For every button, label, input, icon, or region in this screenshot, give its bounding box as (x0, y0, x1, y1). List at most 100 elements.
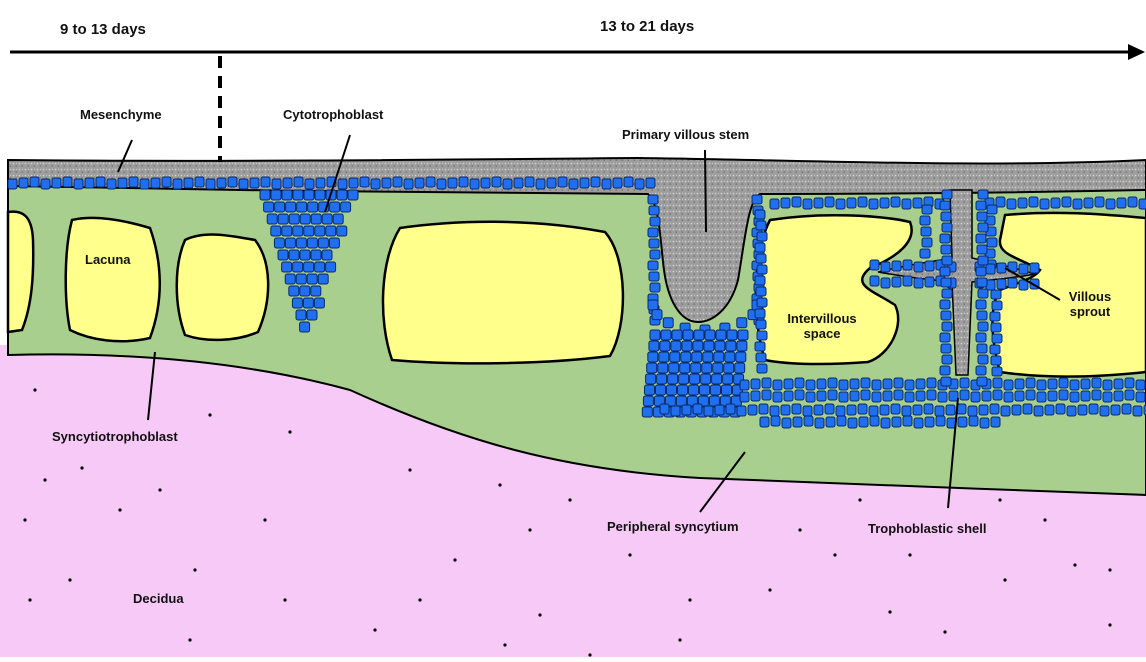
timeline-early-label: 9 to 13 days (60, 21, 146, 38)
cytotrophoblast-cell (671, 406, 680, 416)
cytotrophoblast-cell (803, 406, 812, 416)
cytotrophoblast-cell (804, 416, 813, 426)
cytotrophoblast-cell (941, 245, 951, 254)
cytotrophoblast-cell (990, 404, 999, 414)
cytotrophoblast-cell (271, 226, 281, 236)
cytotrophoblast-cell (925, 261, 934, 271)
cytotrophoblast-cell (990, 312, 1000, 321)
cytotrophoblast-cell (1023, 404, 1032, 414)
cytotrophoblast-cell (1067, 406, 1076, 416)
cytotrophoblast-cell (991, 417, 1000, 427)
cytotrophoblast-cell (976, 234, 986, 243)
cytotrophoblast-cell (916, 391, 925, 401)
cytotrophoblast-cell (650, 217, 660, 226)
cytotrophoblast-cell (184, 178, 193, 188)
cytotrophoblast-cell (1136, 380, 1145, 390)
cytotrophoblast-cell (1062, 197, 1071, 207)
cytotrophoblast-cell (701, 374, 711, 384)
cytotrophoblast-cell (978, 322, 988, 331)
decidua-dot (43, 478, 46, 481)
cytotrophoblast-cell (940, 300, 950, 309)
cytotrophoblast-cell (941, 212, 951, 221)
cytotrophoblast-cell (547, 178, 556, 188)
cytotrophoblast-cell (792, 197, 801, 207)
cytotrophoblast-cell (991, 323, 1001, 332)
cytotrophoblast-cell (239, 179, 248, 189)
cytotrophoblast-cell (293, 190, 303, 200)
cytotrophoblast-cell (297, 202, 307, 212)
cytotrophoblast-cell (393, 177, 402, 187)
decidua-dot (418, 598, 421, 601)
cytotrophoblast-cell (982, 391, 991, 401)
cytotrophoblast-cell (773, 392, 782, 402)
cytotrophoblast-cell (289, 214, 299, 224)
cytotrophoblast-cell (724, 363, 734, 373)
cytotrophoblast-cell (282, 226, 292, 236)
cytotrophoblast-cell (315, 226, 325, 236)
cytotrophoblast-cell (1114, 379, 1123, 389)
cytotrophoblast-cell (883, 379, 892, 389)
cytotrophoblast-cell (278, 250, 288, 260)
cytotrophoblast-cell (322, 214, 332, 224)
cytotrophoblast-cell (936, 416, 945, 426)
cytotrophoblast-cell (702, 363, 712, 373)
timeline-arrowhead (1128, 44, 1145, 60)
cytotrophoblast-cell (978, 289, 988, 298)
cytotrophoblast-cell (318, 274, 328, 284)
cytotrophoblast-cell (294, 177, 303, 187)
decidua-dot (568, 498, 571, 501)
cytotrophoblast-cell (762, 378, 771, 388)
cytotrophoblast-cell (647, 363, 657, 373)
cytotrophoblast-cell (922, 238, 932, 247)
cytotrophoblast-cell (872, 380, 881, 390)
decidua-dot (943, 630, 946, 633)
cytotrophoblast-cell (1012, 405, 1021, 415)
cytotrophoblast-cell (815, 418, 824, 428)
cytotrophoblast-cell (437, 179, 446, 189)
cytotrophoblast-cell (997, 279, 1006, 289)
cytotrophoblast-cell (704, 341, 714, 351)
cytotrophoblast-cell (773, 380, 782, 390)
cytotrophoblast-cell (752, 195, 762, 204)
cytotrophoblast-cell (992, 367, 1002, 376)
cytotrophoblast-cell (311, 250, 321, 260)
cytotrophoblast-cell (927, 378, 936, 388)
cytotrophoblast-cell (348, 190, 358, 200)
cytotrophoblast-cell (314, 298, 324, 308)
cytotrophoblast-cell (924, 404, 933, 414)
cytotrophoblast-cell (1092, 390, 1101, 400)
cytotrophoblast-cell (1029, 197, 1038, 207)
cytotrophoblast-cell (649, 239, 659, 248)
decidua-dot (263, 518, 266, 521)
cytotrophoblast-cell (736, 352, 746, 362)
cytotrophoblast-cell (19, 178, 28, 188)
cytotrophoblast-cell (1103, 380, 1112, 390)
cytotrophoblast-cell (978, 223, 988, 232)
cytotrophoblast-cell (881, 418, 890, 428)
cytotrophoblast-cell (977, 344, 987, 353)
cytotrophoblast-cell (839, 392, 848, 402)
cytotrophoblast-cell (1037, 380, 1046, 390)
cytotrophoblast-cell (300, 250, 310, 260)
cytotrophoblast-cell (679, 374, 689, 384)
decidua-dot (453, 558, 456, 561)
cytotrophoblast-cell (880, 405, 889, 415)
cytotrophoblast-cell (650, 283, 660, 292)
cytotrophoblast-cell (304, 226, 314, 236)
cytotrophoblast-cell (691, 363, 701, 373)
cytotrophoblast-cell (289, 250, 299, 260)
cytotrophoblast-cell (825, 404, 834, 414)
lacuna-2 (66, 218, 160, 341)
cytotrophoblast-cell (307, 310, 317, 320)
decidua-dot (1043, 518, 1046, 521)
cytotrophoblast-cell (740, 392, 749, 402)
cytotrophoblast-cell (260, 190, 270, 200)
cytotrophoblast-cell (716, 330, 726, 340)
cytotrophoblast-cell (756, 221, 766, 230)
cytotrophoblast-cell (333, 214, 343, 224)
cytotrophoblast-cell (278, 214, 288, 224)
cytotrophoblast-cell (195, 177, 204, 187)
cytotrophoblast-cell (602, 179, 611, 189)
cytotrophoblast-cell (649, 206, 659, 215)
